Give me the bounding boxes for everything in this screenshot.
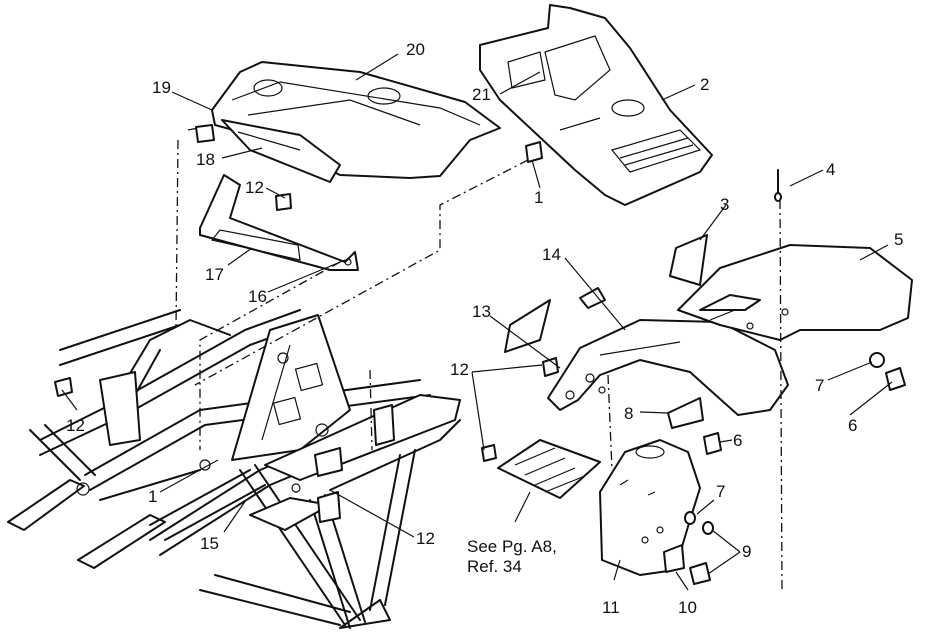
callout-12: 12 [66,416,85,435]
callout-2: 2 [700,75,709,94]
note-line-2: Ref. 34 [467,557,522,576]
callout-14: 14 [542,245,561,264]
bracket-part [195,124,215,143]
callout-6: 6 [848,416,857,435]
callout-12: 12 [245,178,264,197]
leader-lines [61,53,893,591]
plate-part [663,544,685,573]
callout-18: 18 [196,150,215,169]
callout-19: 19 [152,78,171,97]
callout-8: 8 [624,404,633,423]
callout-7: 7 [815,376,824,395]
callout-12: 12 [450,360,469,379]
shield-panel [199,174,359,271]
frame-assembly [7,309,461,629]
callout-1: 1 [148,487,157,506]
callout-16: 16 [248,287,267,306]
reference-note: See Pg. A8, Ref. 34 [467,537,557,576]
callout-6: 6 [733,431,742,450]
callout-12: 12 [416,529,435,548]
callout-21: 21 [472,85,491,104]
callout-13: 13 [472,302,491,321]
callout-11: 11 [602,598,620,617]
callout-1: 1 [534,188,543,207]
mud-flap [599,439,701,576]
callout-20: 20 [406,40,425,59]
bracket-part [667,397,704,429]
dash-panel [211,61,501,183]
callout-17: 17 [205,265,224,284]
front-fender [547,319,789,416]
note-line-1: See Pg. A8, [467,537,557,556]
assembly-lines [175,127,783,591]
callout-4: 4 [826,160,835,179]
callout-10: 10 [678,598,697,617]
callout-3: 3 [720,195,729,214]
callout-labels: 20 19 18 12 17 16 21 2 1 3 4 5 14 13 12 … [66,40,903,617]
rear-fender [677,244,913,341]
footrest-pad [497,439,601,499]
callout-15: 15 [200,534,219,553]
front-cowl [479,4,713,206]
callout-7: 7 [716,482,725,501]
callout-9: 9 [742,542,751,561]
bolt-part [275,193,292,211]
callout-5: 5 [894,230,903,249]
hardware [481,169,906,585]
bracket-part [525,141,543,163]
